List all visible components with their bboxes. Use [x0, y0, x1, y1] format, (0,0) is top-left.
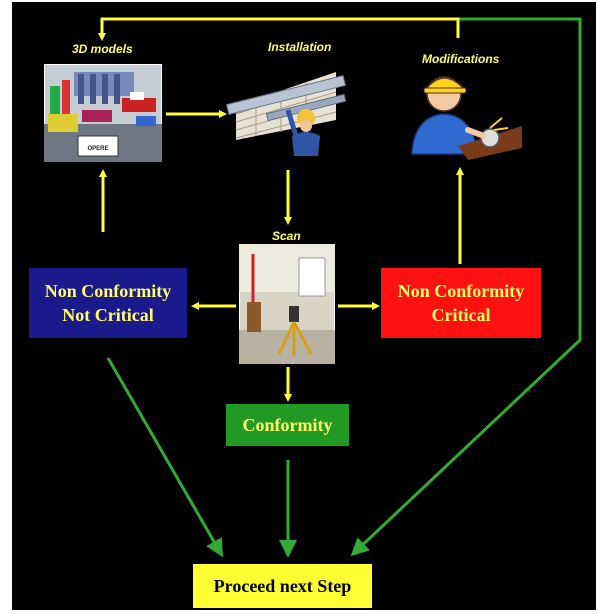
proceed-label: Proceed next Step: [213, 576, 352, 596]
3d-model-render-icon: OPERE: [44, 64, 162, 162]
conformity-label: Conformity: [242, 415, 333, 435]
model-sign-text: OPERE: [87, 146, 108, 152]
step-label-3d-models: 3D models: [72, 42, 133, 56]
arrow-modifications-to-proceed: [350, 17, 582, 557]
worker-welding-icon: [411, 76, 522, 160]
arrow-not-critical-to-proceed: [106, 357, 223, 558]
box-non-conformity-critical: Non Conformity Critical: [381, 268, 541, 338]
step-label-scan: Scan: [272, 229, 301, 243]
arrow-modifications-to-models: [98, 17, 460, 41]
laser-scanner-photo-icon: [239, 244, 335, 364]
box-conformity: Conformity: [226, 404, 349, 446]
critical-line1: Non Conformity: [397, 281, 525, 301]
box-proceed-next-step: Proceed next Step: [193, 564, 372, 608]
box-non-conformity-not-critical: Non Conformity Not Critical: [29, 268, 187, 338]
not-critical-line1: Non Conformity: [44, 281, 172, 301]
step-label-modifications: Modifications: [422, 52, 500, 66]
step-label-installation: Installation: [268, 40, 332, 54]
not-critical-line2: Not Critical: [62, 305, 154, 325]
critical-line2: Critical: [431, 305, 491, 325]
pipe-installation-icon: [226, 72, 346, 156]
